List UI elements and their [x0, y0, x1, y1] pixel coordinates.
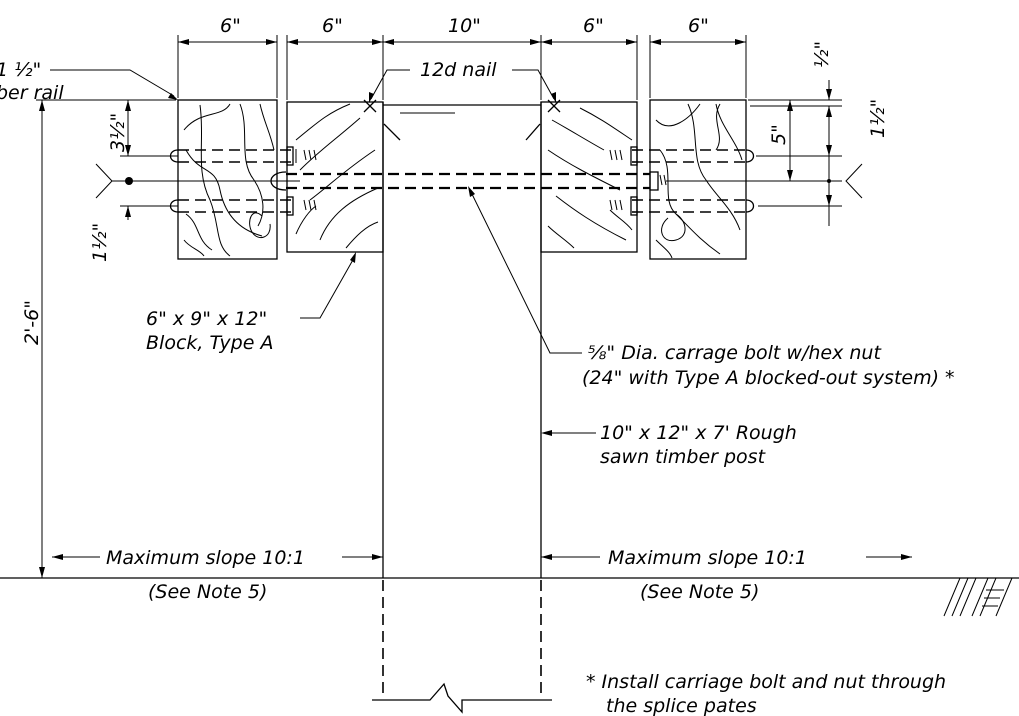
post-embedded-portion — [372, 580, 552, 714]
top-dimension-lines — [177, 35, 747, 100]
right-timber-rail — [649, 99, 747, 260]
slope-label-left: Maximum slope 10:1 — [106, 547, 305, 569]
nail-label: 12d nail — [420, 59, 497, 81]
dim-left-bolt-spacing: 1½" — [89, 223, 111, 262]
dim-left-rail-part: 3½" — [107, 113, 129, 152]
rail-label-line2: ber rail — [0, 82, 64, 104]
ground-line — [0, 577, 1019, 617]
rail-label-line1: 1 ½" — [0, 59, 41, 81]
leader-lines — [50, 69, 912, 560]
dim-top-5: 6" — [688, 15, 709, 37]
dim-right-block: 5" — [768, 124, 790, 145]
bolt-label-line1: ⅝" Dia. carrage bolt w/hex nut — [588, 342, 882, 364]
footnote-line2: the splice pates — [606, 695, 757, 716]
left-dimension-lines — [36, 99, 300, 578]
note-label-right: (See Note 5) — [640, 581, 759, 603]
dim-top-4: 6" — [583, 15, 604, 37]
post-label-line2: sawn timber post — [600, 446, 767, 468]
bolt-label-line2: (24" with Type A blocked-out system) * — [582, 367, 955, 389]
dim-overall-height: 2'-6" — [21, 300, 43, 345]
dim-top-2: 6" — [322, 15, 343, 37]
post-label-line1: 10" x 12" x 7' Rough — [600, 422, 797, 444]
block-label-line2: Block, Type A — [146, 332, 273, 354]
timber-post — [363, 99, 561, 578]
dim-top-1: 6" — [220, 15, 241, 37]
footnote-line1: * Install carriage bolt and nut through — [586, 671, 946, 693]
dim-top-3: 10" — [448, 15, 481, 37]
note-label-left: (See Note 5) — [148, 581, 267, 603]
slope-label-right: Maximum slope 10:1 — [608, 547, 807, 569]
left-timber-rail — [177, 99, 278, 260]
block-label-line1: 6" x 9" x 12" — [146, 308, 267, 330]
dim-right-top: ½" — [811, 41, 833, 68]
bolts — [125, 146, 755, 216]
dim-right-spacing: 1½" — [867, 99, 889, 138]
right-block-type-a — [540, 101, 638, 253]
right-dimension-lines — [666, 80, 863, 226]
left-block-type-a — [286, 101, 384, 253]
